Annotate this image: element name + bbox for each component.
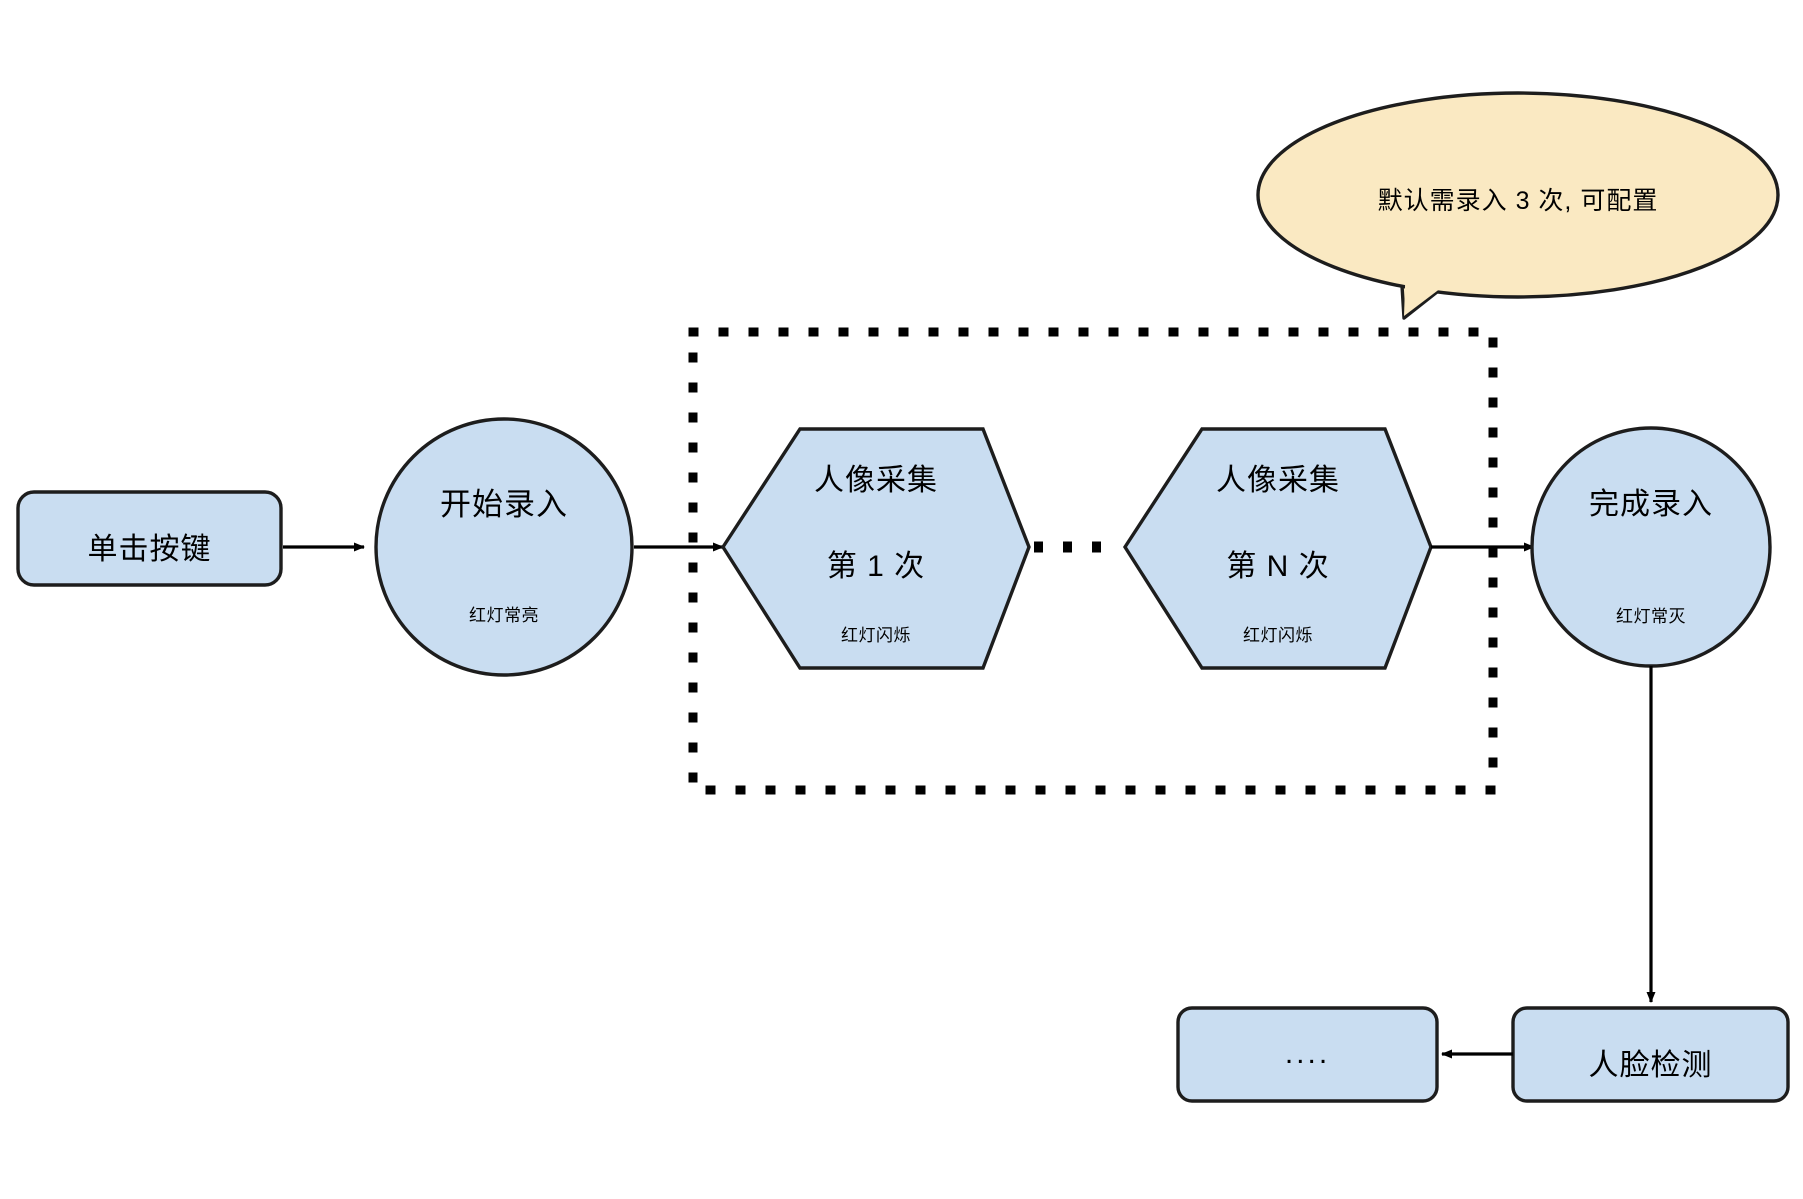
node-click-key-shape[interactable]: [16, 490, 283, 587]
node-more-steps-shape[interactable]: [1176, 1006, 1439, 1103]
node-capture-first-shape[interactable]: [720, 427, 1031, 670]
node-capture-nth-shape[interactable]: [1122, 427, 1433, 670]
node-start-enroll-shape[interactable]: [374, 417, 634, 677]
node-face-detect-shape[interactable]: [1511, 1006, 1790, 1103]
callout-bubble: [1256, 91, 1780, 299]
node-finish-enroll-shape[interactable]: [1530, 426, 1772, 668]
callout-tail-cover: [1404, 258, 1478, 316]
